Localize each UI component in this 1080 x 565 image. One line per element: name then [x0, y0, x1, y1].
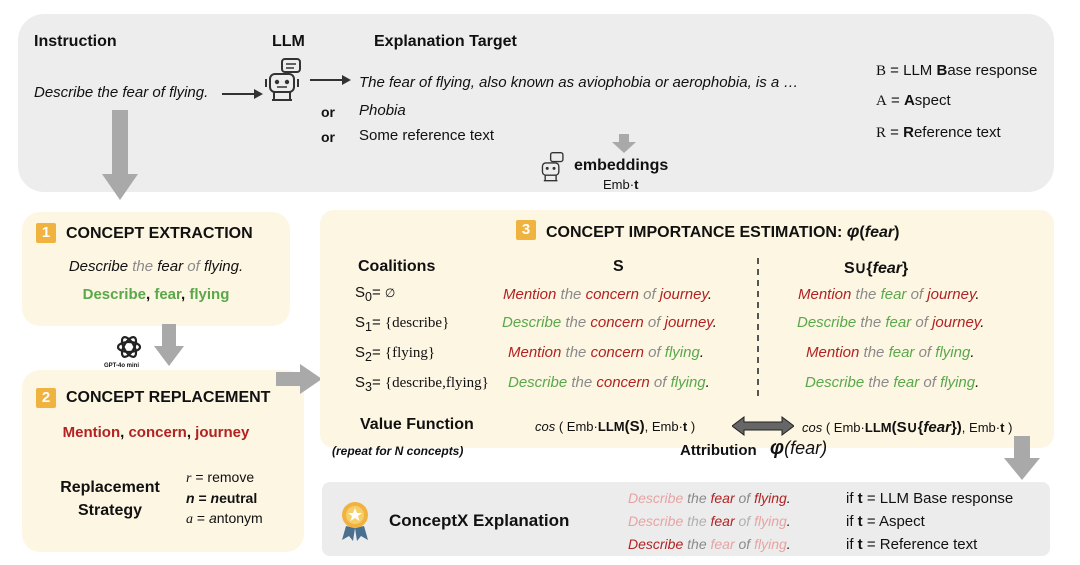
emb-t-label: Emb·t — [603, 177, 639, 192]
strategy-neutral: n = neutral — [186, 490, 258, 506]
strategy-antonym: a = antonym — [186, 510, 263, 527]
coalition-row: S0= ∅ — [355, 284, 396, 304]
s-header: S — [613, 258, 624, 275]
concept-extraction-title: CONCEPT EXTRACTION — [66, 225, 253, 242]
instruction-text: Describe the fear of flying. — [34, 84, 209, 101]
award-badge-icon — [342, 502, 368, 541]
conceptx-sentence: Describe the fear of flying. — [628, 490, 791, 506]
conceptx-condition: if t = Aspect — [846, 513, 925, 530]
down-arrow-icon — [612, 134, 636, 153]
concept-importance-panel — [320, 210, 1054, 448]
step-badge: 2 — [36, 388, 56, 408]
down-arrow-icon — [102, 110, 138, 200]
value-function-label: Value Function — [360, 416, 474, 433]
s-sentence: Describe the concern of journey. — [502, 314, 717, 331]
conceptx-sentence: Describe the fear of flying. — [628, 536, 791, 552]
attribution-phi: φ(fear) — [770, 437, 828, 459]
gpt-label: GPT-4o mini — [104, 363, 140, 369]
legend-reference: R = Reference text — [876, 124, 1001, 141]
concept-replacement-panel — [22, 370, 304, 552]
target-base-response: The fear of flying, also known as avioph… — [359, 74, 799, 91]
legend-base: B = LLM Base response — [876, 62, 1038, 79]
arrow-icon — [310, 75, 351, 85]
step-title: 2 — [36, 388, 56, 408]
conceptx-panel — [322, 482, 1050, 556]
double-arrow-icon — [732, 416, 794, 436]
extraction-sentence: Describe the fear of flying. — [68, 258, 244, 275]
concept-replacement-title: CONCEPT REPLACEMENT — [66, 389, 271, 406]
s-union-sentence: Describe the fear of journey. — [797, 314, 985, 331]
arrow-icon — [222, 89, 263, 99]
strategy-remove: r = remove — [186, 469, 255, 486]
llm-header: LLM — [272, 33, 305, 50]
conceptx-title: ConceptX Explanation — [389, 511, 570, 530]
repeat-note: (repeat for N concepts) — [332, 444, 464, 458]
target-aspect: Phobia — [359, 102, 406, 119]
coalition-row: S3= {describe,flying} — [355, 374, 489, 394]
or-label: or — [321, 104, 335, 120]
conceptx-condition: if t = LLM Base response — [846, 490, 1014, 507]
openai-logo-icon — [116, 336, 142, 358]
importance-title: CONCEPT IMPORTANCE ESTIMATION: φ(fear) — [546, 221, 900, 241]
explanation-target-header: Explanation Target — [374, 33, 517, 50]
s-union-sentence: Describe the fear of flying. — [805, 374, 980, 391]
s-sentence: Mention the concern of journey. — [503, 286, 713, 303]
step-title: 3 — [516, 220, 536, 240]
or-label: or — [321, 129, 335, 145]
replacement-words: Mention, concern, journey — [62, 424, 250, 441]
step-badge: 1 — [36, 223, 56, 243]
down-arrow-icon — [1004, 436, 1040, 480]
explanation-target-panel — [18, 14, 1054, 192]
concept-extraction-panel — [22, 212, 290, 326]
robot-icon — [541, 152, 564, 182]
step-badge: 3 — [516, 220, 536, 240]
step-title: 1 — [36, 223, 56, 243]
coalition-row: S2= {flying} — [355, 344, 436, 364]
s-union-sentence: Mention the fear of journey. — [798, 286, 980, 303]
target-reference: Some reference text — [359, 127, 495, 144]
robot-icon — [265, 58, 301, 101]
down-arrow-icon — [154, 324, 184, 366]
right-arrow-icon — [276, 364, 322, 394]
value-function-s: cos ( Emb·LLM(S), Emb·t ) — [535, 418, 696, 435]
conceptx-sentence: Describe the fear of flying. — [628, 513, 791, 529]
legend-aspect: A = Aspect — [876, 92, 951, 109]
s-union-sentence: Mention the fear of flying. — [806, 344, 975, 361]
instruction-header: Instruction — [34, 33, 117, 50]
s-sentence: Mention the concern of flying. — [508, 344, 704, 361]
embeddings-label: embeddings — [574, 157, 669, 174]
s-sentence: Describe the concern of flying. — [508, 374, 710, 391]
conceptx-condition: if t = Reference text — [846, 536, 978, 553]
value-function-s-union: cos ( Emb·LLM(S∪{fear}), Emb·t ) — [802, 419, 1013, 436]
coalitions-header: Coalitions — [358, 258, 436, 275]
attribution-label: Attribution — [680, 442, 757, 459]
s-union-header: S∪{fear} — [844, 260, 909, 277]
coalition-row: S1= {describe} — [355, 314, 450, 334]
extracted-concepts: Describe, fear, flying — [82, 286, 230, 303]
divider — [757, 258, 759, 400]
